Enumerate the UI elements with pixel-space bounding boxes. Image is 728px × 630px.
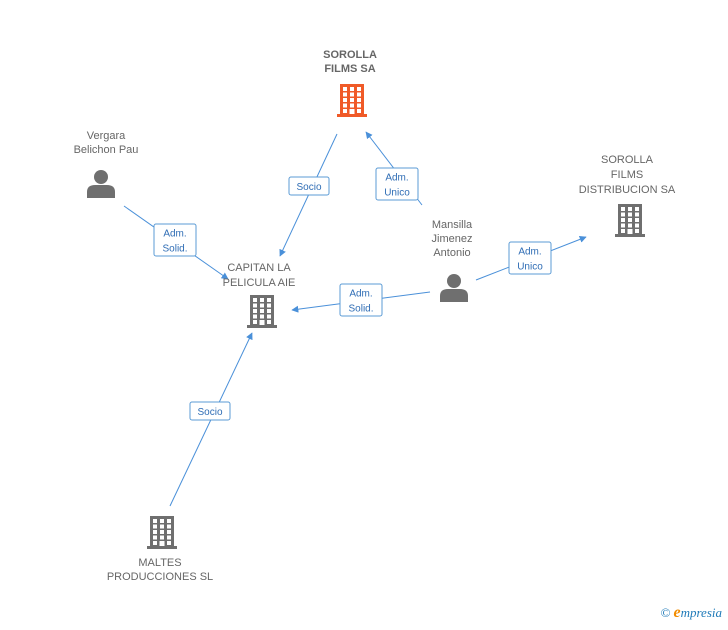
edge-label-box	[189, 401, 231, 421]
node-label: Vergara	[87, 130, 126, 142]
node-label: MALTES	[138, 557, 181, 569]
edge-label-box	[508, 241, 552, 275]
edge-label[interactable]: Socio	[288, 176, 330, 196]
edge-label-text: Adm.	[385, 173, 408, 184]
edge-label-text: Socio	[296, 182, 321, 193]
empresia-watermark[interactable]: ©empresia	[661, 604, 722, 622]
edge-label-text: Unico	[517, 262, 543, 273]
edge-label-text: Solid.	[348, 304, 373, 315]
person-icon	[440, 274, 468, 302]
node-label: FILMS SA	[324, 63, 375, 75]
node-label: PRODUCCIONES SL	[107, 571, 213, 583]
node-sorolla-films[interactable]: SOROLLA FILMS SA	[323, 49, 377, 117]
person-icon	[87, 170, 115, 198]
node-label: DISTRIBUCION SA	[579, 184, 676, 196]
edge-label-box	[153, 223, 197, 257]
node-label: Belichon Pau	[74, 144, 139, 156]
building-icon	[147, 516, 177, 549]
node-sorolla-distribucion[interactable]: SOROLLA FILMS DISTRIBUCION SA	[579, 154, 676, 237]
edge-label-text: Unico	[384, 188, 410, 199]
edge-label[interactable]: Adm. Unico	[375, 167, 419, 201]
node-label: Antonio	[433, 247, 470, 259]
edge-label-box	[339, 283, 383, 317]
edge-label-text: Adm.	[349, 289, 372, 300]
edge-label-text: Socio	[197, 407, 222, 418]
node-label: PELICULA AIE	[223, 277, 296, 289]
building-icon	[337, 84, 367, 117]
edge-label[interactable]: Socio	[189, 401, 231, 421]
building-icon	[615, 204, 645, 237]
edge-label-text: Solid.	[162, 244, 187, 255]
edge-label-box	[288, 176, 330, 196]
copyright-symbol: ©	[660, 605, 671, 620]
edge-label-text: Adm.	[518, 247, 541, 258]
edge-label[interactable]: Adm. Solid.	[339, 283, 383, 317]
node-label: SOROLLA	[601, 154, 654, 166]
node-capitan[interactable]: CAPITAN LA PELICULA AIE	[223, 262, 296, 328]
node-label: SOROLLA	[323, 49, 377, 61]
node-label: Mansilla	[432, 219, 473, 231]
node-maltes[interactable]: MALTES PRODUCCIONES SL	[107, 516, 213, 583]
node-label: CAPITAN LA	[227, 262, 291, 274]
edge-label-box	[375, 167, 419, 201]
building-icon	[247, 295, 277, 328]
edge-label-text: Adm.	[163, 229, 186, 240]
node-label: FILMS	[611, 169, 643, 181]
node-label: Jimenez	[432, 233, 473, 245]
edge-label[interactable]: Adm. Solid.	[153, 223, 197, 257]
edges-layer	[123, 131, 587, 507]
brand-name: mpresia	[680, 605, 722, 620]
edge-label[interactable]: Adm. Unico	[508, 241, 552, 275]
brand-initial: e	[673, 604, 681, 621]
edge-labels-layer: SocioAdm.UnicoAdm.Solid.Adm.UnicoAdm.Sol…	[153, 167, 552, 421]
